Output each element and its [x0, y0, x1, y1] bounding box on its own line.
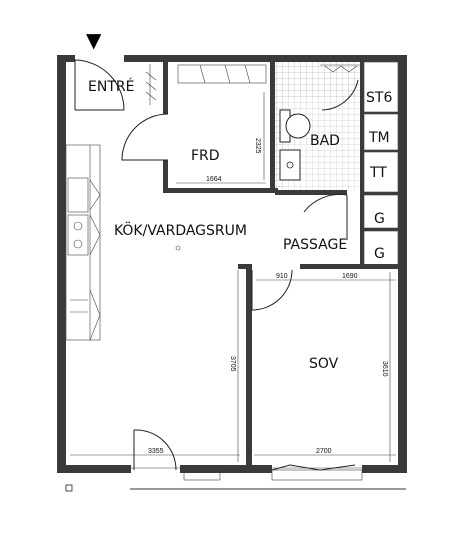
st6-cabinet — [363, 61, 399, 113]
tm-cabinet — [363, 113, 399, 151]
dim-sov-depth: 3610 — [381, 361, 388, 377]
corner-mark — [65, 484, 73, 492]
frd-shelves — [177, 64, 267, 84]
dim-kok-width: 3355 — [148, 448, 164, 455]
sov-window — [271, 464, 363, 481]
sov-dimension-lines — [254, 272, 396, 462]
dim-sov-top: 1690 — [342, 273, 358, 280]
room-label-kok: KÖK/VARDAGSRUM — [114, 221, 247, 239]
dim-kok-depth: 3705 — [229, 356, 236, 372]
dim-frd-depth: 2325 — [254, 138, 261, 154]
bad-door[interactable] — [321, 79, 359, 111]
exterior-walls — [57, 55, 407, 473]
room-label-bad: BAD — [310, 133, 340, 149]
entrance-door[interactable] — [74, 59, 125, 111]
room-label-st6: ST6 — [366, 90, 392, 106]
room-label-g2: G — [374, 246, 385, 262]
entrance-arrow-icon: ▼ — [86, 28, 102, 52]
room-label-sov: SOV — [309, 356, 339, 372]
kitchen-counter — [65, 144, 101, 341]
shower-floor — [320, 64, 360, 73]
interior-walls — [163, 62, 407, 465]
g-cabinets — [363, 194, 399, 266]
frd-door[interactable] — [121, 113, 169, 161]
room-label-tt: TT — [369, 165, 387, 181]
dim-sov-width: 2700 — [316, 448, 332, 455]
passage-door[interactable] — [303, 193, 348, 240]
balcony-threshold — [130, 488, 406, 490]
sov-door[interactable] — [251, 269, 293, 311]
ceiling-light-marker — [175, 245, 181, 251]
dim-sov-door: 910 — [276, 273, 288, 280]
room-label-passage: PASSAGE — [283, 237, 347, 253]
room-label-tm: TM — [368, 130, 390, 146]
sink-icon — [279, 149, 301, 181]
room-label-entre: ENTRÉ — [88, 78, 134, 95]
kok-dimension-line — [70, 270, 240, 462]
balcony-door[interactable] — [133, 429, 221, 481]
toilet-icon — [279, 109, 311, 143]
room-label-frd: FRD — [191, 148, 220, 164]
tt-cabinet — [363, 151, 399, 193]
entre-closet — [145, 64, 157, 105]
frd-dimension-line — [176, 92, 266, 184]
dim-frd-width: 1664 — [206, 176, 222, 183]
room-label-g1: G — [374, 211, 385, 227]
